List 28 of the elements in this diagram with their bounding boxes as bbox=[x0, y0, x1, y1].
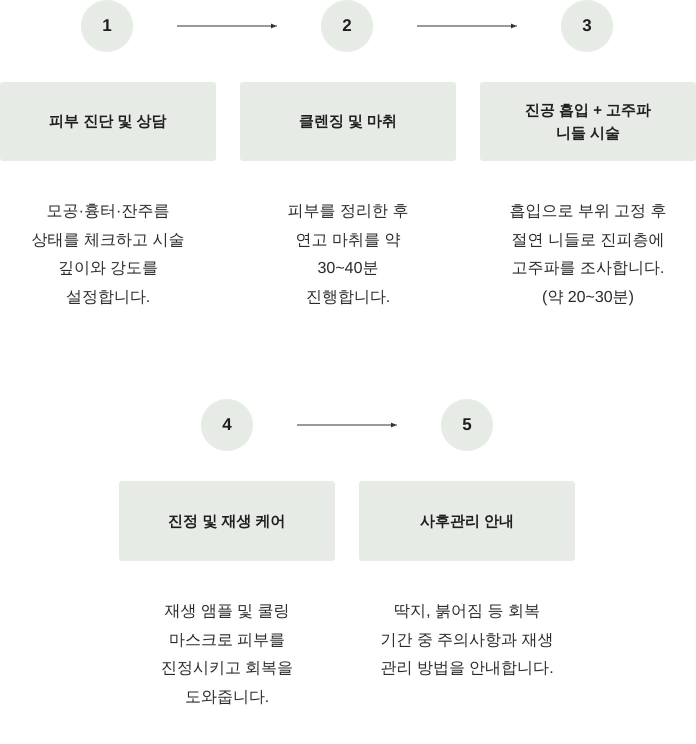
step-number: 4 bbox=[222, 415, 232, 435]
arrow bbox=[417, 24, 517, 28]
step-description: 딱지, 붉어짐 등 회복 기간 중 주의사항과 재생 관리 방법을 안내합니다. bbox=[380, 602, 554, 679]
step-box bbox=[480, 82, 696, 161]
step-box bbox=[240, 82, 456, 161]
step-description: 피부를 정리한 후 연고 마취를 약 30~40분 진행합니다. bbox=[286, 202, 410, 308]
step-title: 사후관리 안내 bbox=[420, 512, 514, 532]
arrow bbox=[177, 24, 277, 28]
step-title: 진정 및 재생 케어 bbox=[168, 512, 286, 532]
step-circle bbox=[201, 399, 253, 451]
step-box bbox=[119, 481, 335, 561]
step-number: 1 bbox=[102, 16, 112, 36]
step-circle bbox=[441, 399, 493, 451]
step-number: 3 bbox=[582, 16, 592, 36]
step-title: 피부 진단 및 상담 bbox=[49, 112, 167, 132]
step-number: 2 bbox=[342, 16, 352, 36]
step-number: 5 bbox=[462, 415, 472, 435]
step-box bbox=[0, 82, 216, 161]
step-description: 모공·흉터·잔주름 상태를 체크하고 시술 깊이와 강도를 설정합니다. bbox=[30, 202, 186, 308]
step-circle bbox=[81, 0, 133, 52]
step-circle bbox=[321, 0, 373, 52]
step-title: 진공 흡입 + 고주파 니들 시술 bbox=[524, 100, 652, 144]
step-title: 클렌징 및 마취 bbox=[298, 112, 398, 132]
step-description: 흡입으로 부위 고정 후 절연 니들로 진피층에 고주파를 조사합니다. (약 20~30분) bbox=[508, 202, 668, 308]
arrow bbox=[297, 422, 397, 428]
step-box bbox=[359, 481, 575, 561]
step-description: 재생 앰플 및 쿨링 마스크로 피부를 진정시키고 회복을 도와줍니다. bbox=[160, 602, 294, 708]
step-circle bbox=[561, 0, 613, 52]
